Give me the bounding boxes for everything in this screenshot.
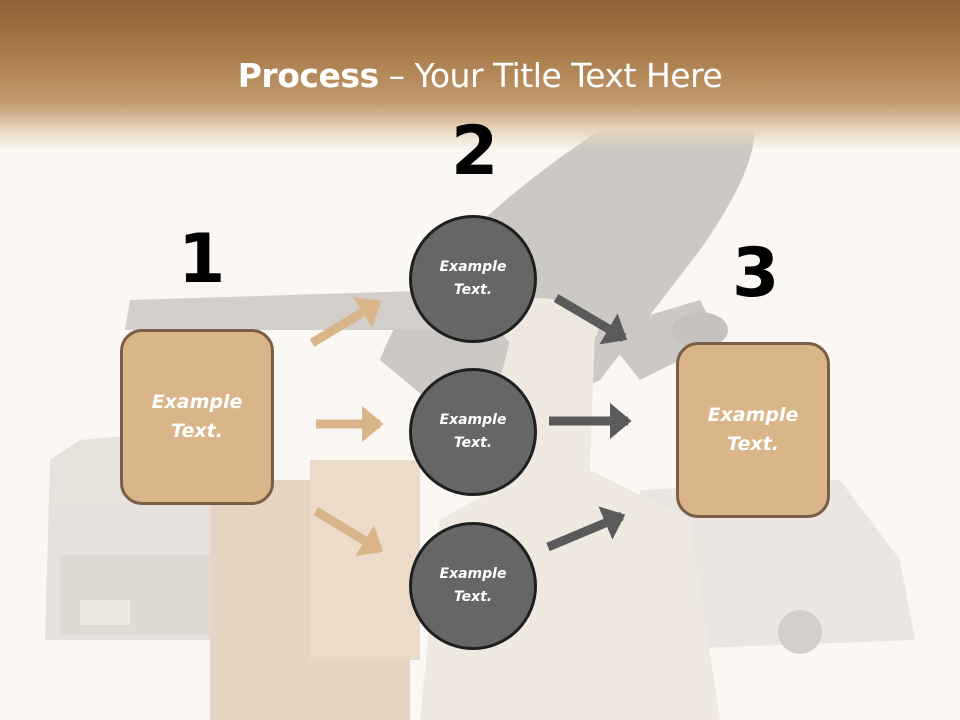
right-text-box: Example Text.	[676, 342, 830, 518]
step-number-3: 3	[732, 234, 780, 313]
title-bar	[0, 0, 960, 150]
step-number-2: 2	[451, 112, 499, 191]
step-number-1: 1	[178, 220, 226, 299]
page-title: Process – Your Title Text Here	[0, 56, 960, 95]
left-text-box: Example Text.	[120, 329, 274, 505]
van-illustration	[640, 480, 915, 650]
circle-step-bottom: Example Text.	[409, 522, 537, 650]
circle-step-top: Example Text.	[409, 215, 537, 343]
title-bold: Process	[237, 56, 379, 95]
title-rest: – Your Title Text Here	[378, 56, 723, 95]
circle-step-middle: Example Text.	[409, 368, 537, 496]
